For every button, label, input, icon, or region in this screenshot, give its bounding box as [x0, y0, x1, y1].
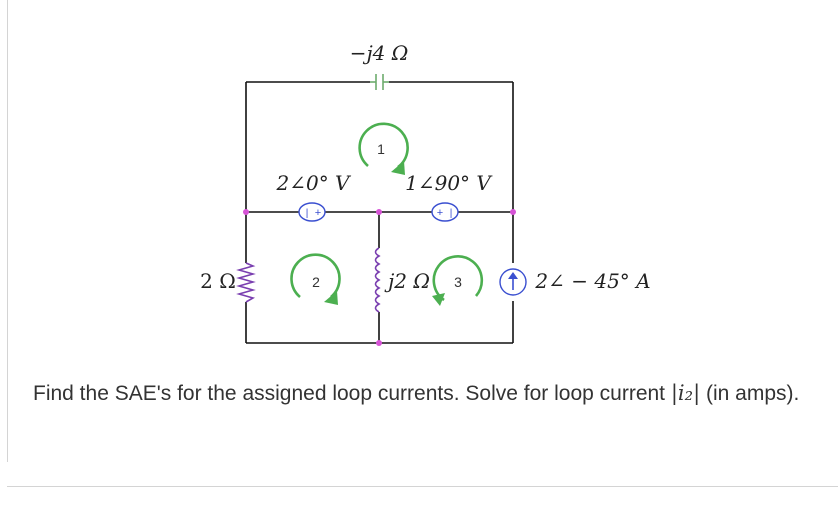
resistor-label: 2 Ω	[200, 269, 236, 293]
voltage-source-left: | +	[298, 202, 326, 222]
inductor-label: j2 Ω	[384, 269, 430, 293]
loop-3-arrow	[432, 255, 484, 306]
loop-2-label: 2	[312, 274, 320, 290]
inductor	[374, 247, 381, 313]
current-source	[499, 268, 527, 296]
loop-1-label: 1	[377, 141, 385, 157]
loop-current-symbol: |i₂|	[670, 381, 701, 405]
voltage-source-right: + |	[431, 202, 459, 222]
question-text-before: Find the SAE's for the assigned loop cur…	[33, 382, 671, 405]
capacitor-label: −j4 Ω	[350, 41, 409, 65]
source-right-label: 1∠90° V	[405, 171, 493, 195]
source-left-label: 2∠0° V	[275, 171, 352, 195]
left-border	[7, 0, 8, 462]
minus-sign: |	[450, 208, 453, 219]
circuit-diagram: −j4 Ω 2 Ω j2 Ω | + 2∠0° V + | 1∠90° V 2∠…	[200, 41, 651, 346]
wires	[245, 81, 514, 344]
minus-sign: |	[306, 208, 309, 219]
plus-sign: +	[437, 207, 443, 219]
loop-1-arrow	[358, 122, 409, 175]
resistor	[236, 262, 256, 303]
nodes	[243, 209, 516, 346]
loop-2-arrow	[290, 253, 341, 305]
question-text-after: (in amps).	[700, 382, 800, 405]
plus-sign: +	[315, 207, 321, 219]
question-text: Find the SAE's for the assigned loop cur…	[33, 376, 813, 411]
current-source-label: 2∠ − 45° A	[534, 269, 650, 293]
bottom-divider	[7, 486, 838, 487]
loop-3-label: 3	[454, 274, 462, 290]
capacitor	[370, 74, 389, 90]
